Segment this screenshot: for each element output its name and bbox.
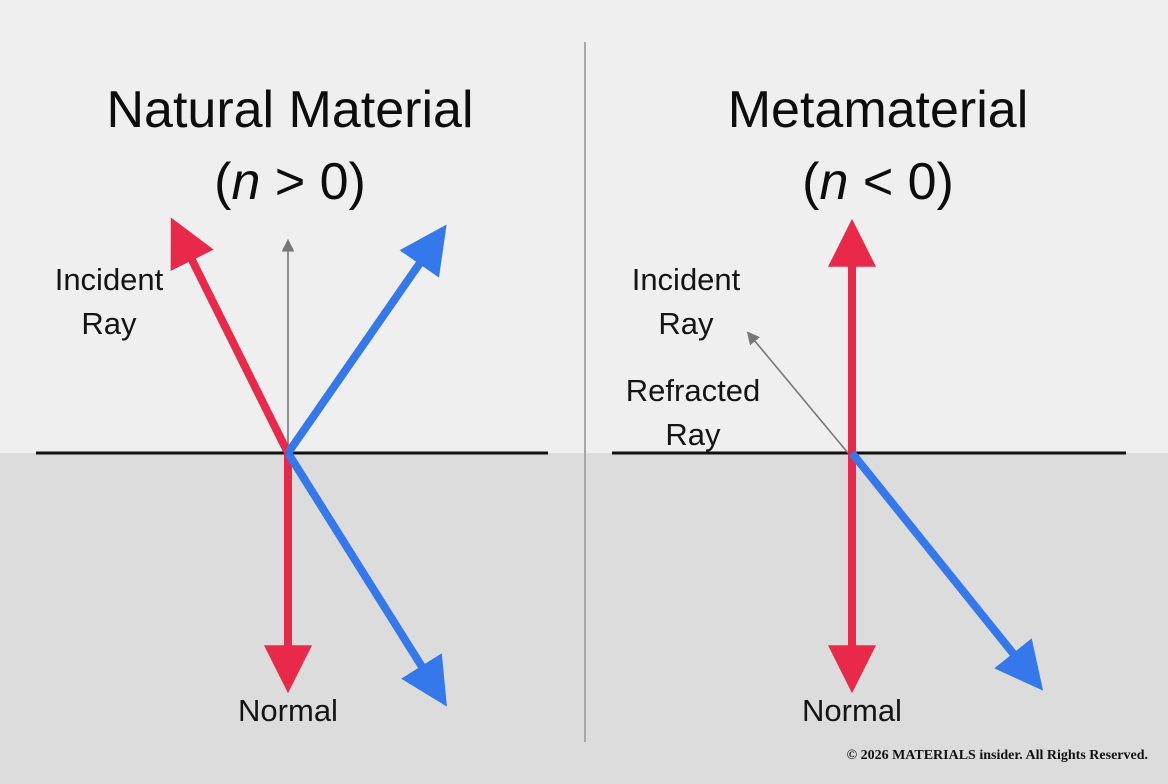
right-incident-ray-label: Incident Ray: [631, 262, 741, 341]
right-normal-label: Normal: [802, 693, 902, 728]
left-blue-ray-down: [284, 450, 447, 707]
left-blue-ray-up: [284, 224, 447, 456]
right-gray-ray: [746, 331, 849, 454]
left-incident-ray-label: Incident Ray: [54, 262, 164, 341]
left-title-n: n: [231, 153, 261, 211]
left-panel-title: Natural Material (n > 0): [10, 78, 570, 214]
right-title-n: n: [819, 153, 849, 211]
right-refracted-ray-label: Refracted Ray: [625, 373, 761, 452]
left-title-line1: Natural Material: [106, 81, 474, 139]
right-panel-title: Metamaterial (n < 0): [598, 78, 1158, 214]
left-normal-label: Normal: [238, 693, 338, 728]
copyright-notice: © 2026 MATERIALS insider. All Rights Res…: [846, 748, 1148, 763]
left-title-line2: (n > 0): [214, 153, 366, 211]
panel-divider: [584, 42, 586, 742]
right-blue-ray-down: [848, 450, 1044, 691]
right-title-line2: (n < 0): [802, 153, 954, 211]
left-red-ray-up: [170, 217, 292, 455]
right-title-line1: Metamaterial: [727, 81, 1029, 139]
